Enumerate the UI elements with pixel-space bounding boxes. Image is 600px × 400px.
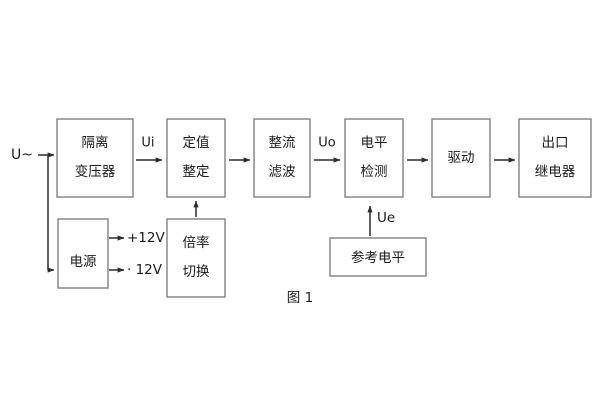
signal-label-uo: Uo <box>318 136 336 151</box>
block-rect-rectify-filter <box>253 118 311 198</box>
block-label-rectify-filter-line2: 滤波 <box>269 164 296 180</box>
rail-label-positive-12v: +12V <box>127 230 165 246</box>
block-label-reference-level-line1: 参考电平 <box>351 249 405 266</box>
block-rectify-filter: 整流 滤波 <box>253 118 311 198</box>
block-driver: 驱动 <box>431 118 491 198</box>
block-output-relay: 出口 继电器 <box>518 118 592 198</box>
block-label-level-detect-line1: 电平 <box>361 135 388 151</box>
block-rect-setting-adjust <box>166 118 226 198</box>
block-rect-output-relay <box>518 118 592 198</box>
block-rect-driver <box>431 118 491 198</box>
block-label-power-supply-line1: 电源 <box>70 254 97 270</box>
signal-label-ui: Ui <box>141 136 154 151</box>
figure-caption: 图 1 <box>287 290 313 306</box>
block-power-supply: 电源 <box>57 218 109 289</box>
block-rect-ratio-switch <box>166 218 226 298</box>
block-label-isolation-transformer-line2: 变压器 <box>75 164 116 180</box>
block-setting-adjust: 定值 整定 <box>166 118 226 198</box>
block-rect-level-detect <box>344 118 404 198</box>
block-level-detect: 电平 检测 <box>344 118 404 198</box>
signal-label-ue: Ue <box>377 210 395 226</box>
block-isolation-transformer: 隔离 变压器 <box>56 118 134 198</box>
block-rect-isolation-transformer <box>56 118 134 198</box>
block-label-setting-adjust-line2: 整定 <box>183 164 210 180</box>
block-label-output-relay-line2: 继电器 <box>535 164 576 180</box>
block-label-driver-line1: 驱动 <box>448 150 475 166</box>
input-bus-lines <box>38 152 55 273</box>
block-rect-reference-level <box>329 237 427 277</box>
block-label-setting-adjust-line1: 定值 <box>183 135 210 151</box>
input-label-u-ac: U~ <box>11 147 33 163</box>
block-label-output-relay-line1: 出口 <box>542 135 569 151</box>
block-ratio-switch: 倍率 切换 <box>166 218 226 298</box>
block-reference-level: 参考电平 <box>329 237 427 277</box>
block-label-ratio-switch-line1: 倍率 <box>183 234 210 251</box>
block-label-ratio-switch-line2: 切换 <box>183 264 210 280</box>
block-label-rectify-filter-line1: 整流 <box>269 135 296 151</box>
block-label-isolation-transformer-line1: 隔离 <box>82 134 109 151</box>
block-rect-power-supply <box>57 218 109 289</box>
rail-label-negative-12v: · 12V <box>127 262 163 278</box>
block-label-level-detect-line2: 检测 <box>361 164 388 180</box>
